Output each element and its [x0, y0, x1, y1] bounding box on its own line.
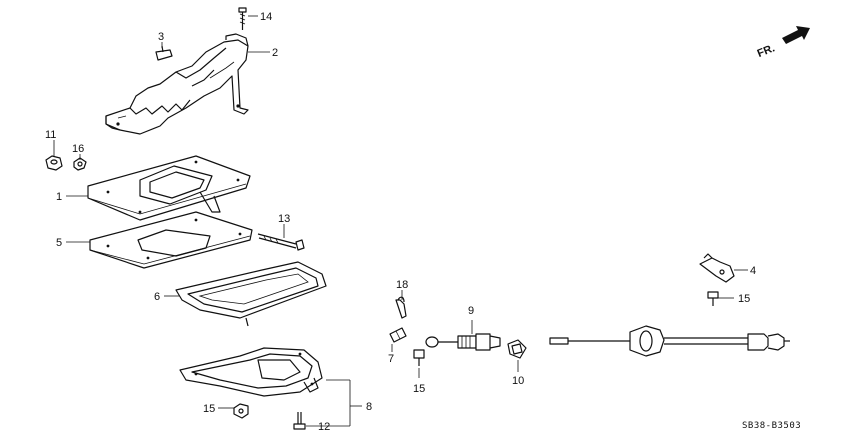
- callout-13: 13: [278, 213, 290, 225]
- callout-10: 10: [512, 375, 524, 387]
- callout-16: 15: [203, 403, 215, 415]
- cable-end-9: [425, 320, 501, 351]
- bolt-13: [257, 233, 305, 251]
- callout-3: 3: [158, 31, 164, 43]
- seal-6: [175, 261, 327, 327]
- gasket-5: [89, 211, 253, 269]
- bolt-14: [238, 7, 247, 30]
- pin-7: [389, 327, 407, 343]
- clip-18: [395, 296, 407, 319]
- shift-cable: [549, 325, 790, 357]
- bolt-15-left: [413, 349, 425, 366]
- callout-12: 12: [318, 421, 330, 433]
- bracket-4: [699, 253, 735, 283]
- nut-16: [233, 403, 249, 419]
- drawing-code: SB38-B3503: [742, 421, 801, 431]
- washer-17: [73, 157, 87, 171]
- front-direction-icon: [782, 26, 810, 44]
- callout-labels: 14 2 3 11 16 1 5 13 6 8 15 12 18 7 15 9 …: [45, 11, 801, 433]
- clip-3: [155, 45, 173, 61]
- callout-11: 11: [45, 129, 56, 141]
- callout-15-right: 15: [738, 293, 750, 305]
- bolt-15-right: [707, 291, 719, 306]
- callout-9: 9: [468, 305, 474, 317]
- callout-17: 16: [72, 143, 84, 155]
- leader-lines: [53, 15, 748, 427]
- front-direction-label: FR.: [756, 42, 777, 60]
- callout-14: 14: [260, 11, 272, 23]
- callout-4: 4: [750, 265, 756, 277]
- cover-plate-1: [87, 155, 251, 221]
- clip-10: [507, 339, 527, 359]
- nut-11: [45, 155, 63, 171]
- callout-18: 18: [396, 279, 408, 291]
- bolt-12: [293, 412, 306, 430]
- callout-15-left: 15: [413, 383, 425, 395]
- callout-5: 5: [56, 237, 62, 249]
- callout-6: 6: [154, 291, 160, 303]
- callout-2: 2: [272, 47, 278, 59]
- callout-1: 1: [56, 191, 62, 203]
- callout-7: 7: [388, 353, 394, 365]
- bracket-2: [105, 33, 249, 135]
- housing-8: [179, 347, 323, 397]
- callout-8: 8: [366, 401, 372, 413]
